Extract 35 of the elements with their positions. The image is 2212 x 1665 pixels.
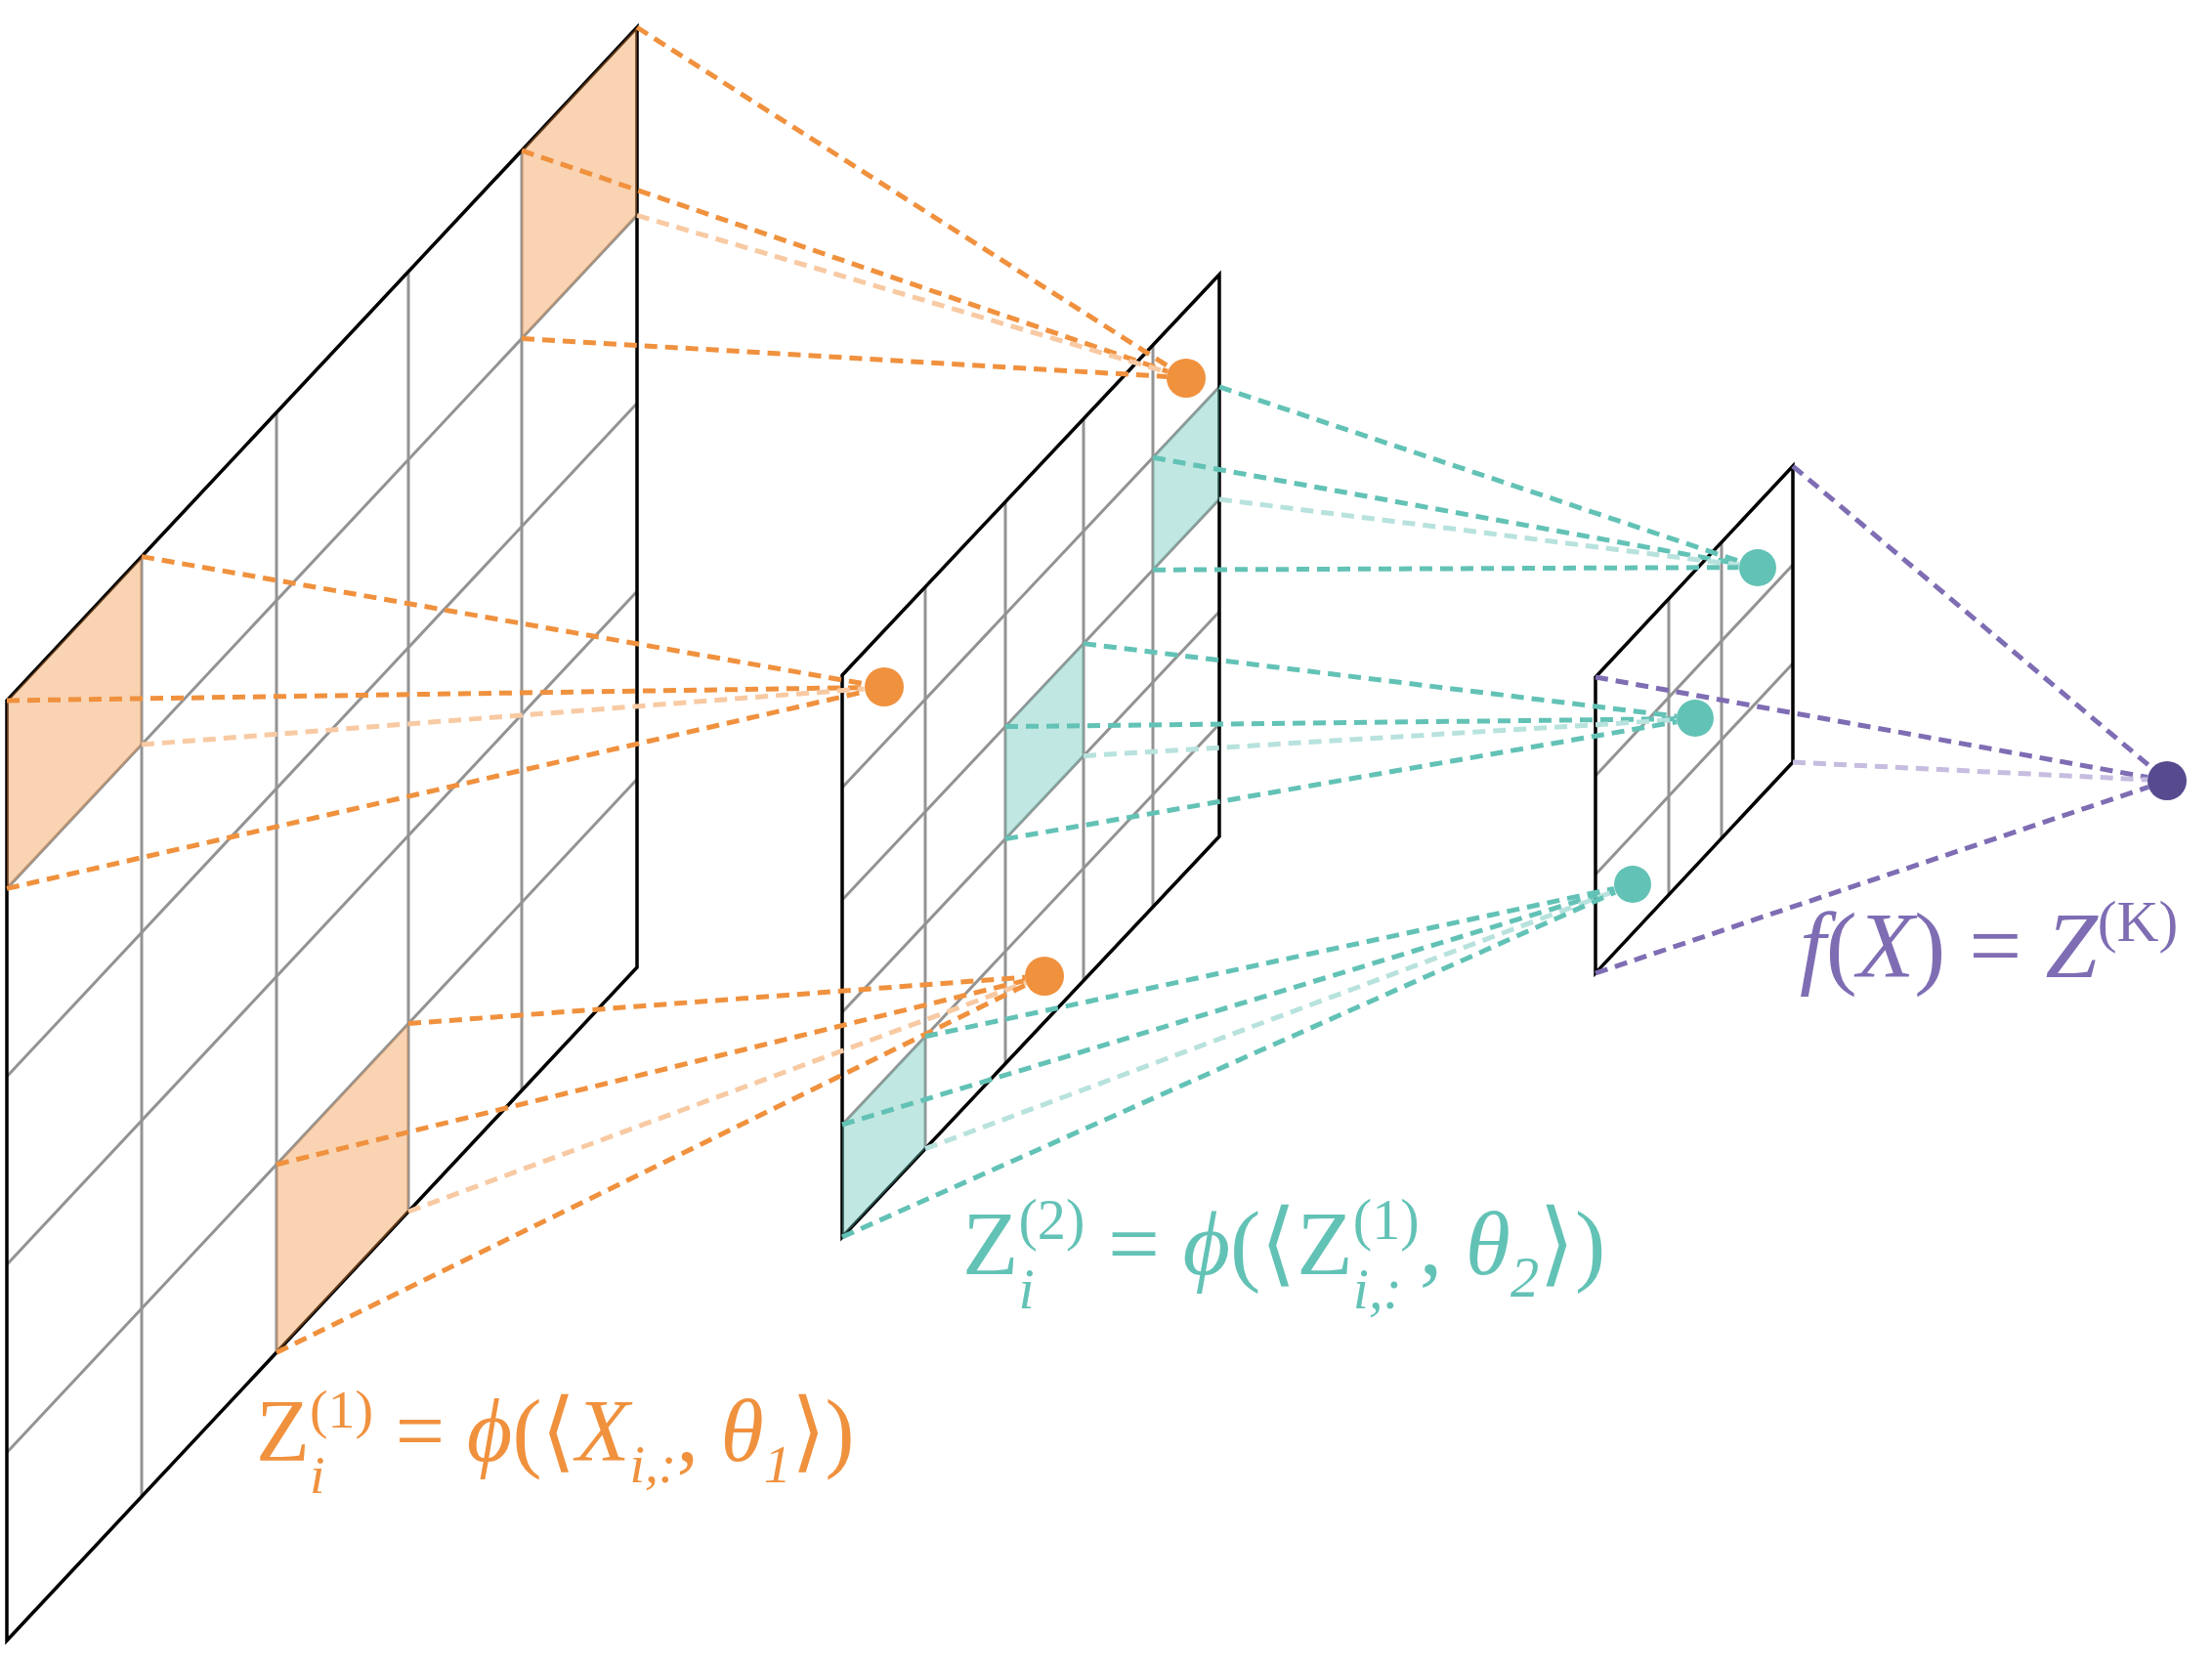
- dashed-connector: [1004, 719, 1678, 842]
- dashed-connector: [275, 982, 1029, 1355]
- formula: Z$_{i}$$^{(1)}$ = ϕ(⟨X$_{i,:}$, θ$_{1}$⟩): [256, 1377, 855, 1507]
- dashed-connector: [841, 889, 1617, 1240]
- grid-plane: [1594, 464, 1795, 975]
- dashed-connector: [1004, 716, 1678, 730]
- dashed-connector: [1792, 759, 2148, 783]
- dot-marker: [1613, 866, 1651, 904]
- formula: f(X) = Z$^{(K)}$: [1800, 888, 2179, 1000]
- dot-marker: [2148, 761, 2187, 800]
- dashed-connector: [407, 980, 1028, 1215]
- dashed-connector: [1595, 785, 2149, 976]
- dashed-connector: [276, 977, 1027, 1168]
- shaded-cell: [842, 1036, 925, 1237]
- dot-marker: [864, 667, 904, 707]
- dot-marker: [1738, 548, 1776, 586]
- dashed-connector: [1083, 641, 1678, 719]
- shaded-cell: [7, 556, 142, 889]
- dot-marker: [1025, 956, 1064, 996]
- dashed-connector: [1218, 496, 1739, 568]
- dashed-connector: [407, 974, 1026, 1027]
- shaded-cell: [1153, 387, 1219, 571]
- dashed-connector: [141, 686, 865, 747]
- shaded-cell: [522, 27, 637, 339]
- dashed-connector: [1595, 674, 2148, 780]
- dot-marker: [1677, 700, 1714, 738]
- dashed-connector: [1218, 384, 1741, 564]
- dashed-connector: [1153, 565, 1739, 573]
- dashed-connector: [521, 335, 1168, 379]
- dashed-connector: [521, 148, 1169, 374]
- dashed-connector: [924, 885, 1615, 1040]
- dashed-connector: [1152, 454, 1740, 567]
- formula: Z$_{i}$$^{(2)}$ = ϕ(⟨Z$_{i,:}$$^{(1)}$, θ$_{2}$⟩): [962, 1187, 1606, 1323]
- shaded-cell: [1005, 643, 1084, 839]
- dot-marker: [1167, 358, 1206, 398]
